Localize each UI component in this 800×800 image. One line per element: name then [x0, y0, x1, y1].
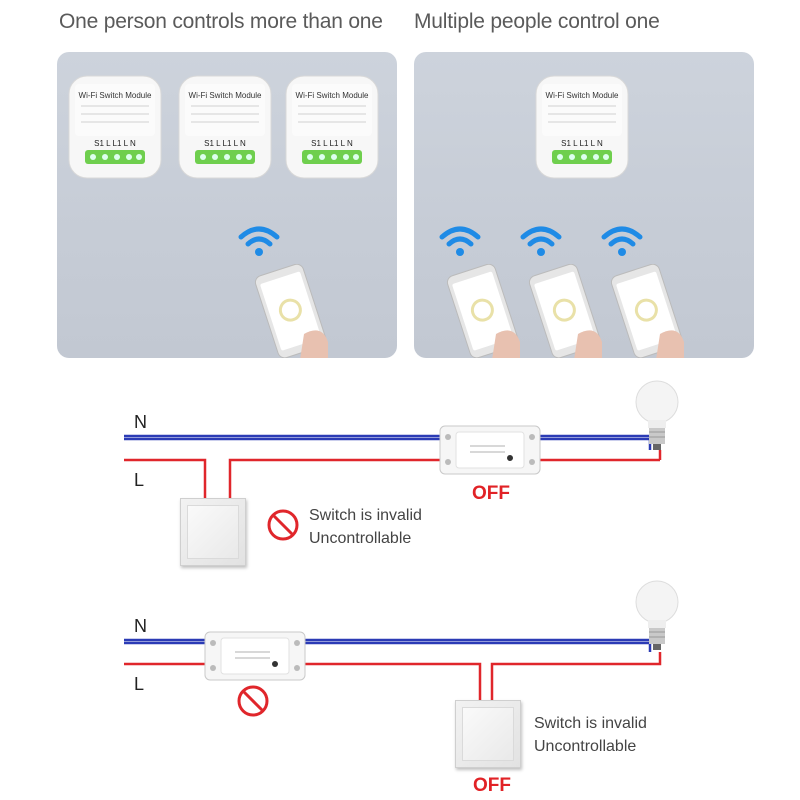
invalid-note-1-line1: Switch is invalid — [309, 507, 422, 524]
invalid-note-2: Switch is invalid Uncontrollable — [534, 712, 647, 758]
smartphone-icon — [610, 264, 684, 358]
left-heading: One person controls more than one — [59, 10, 383, 33]
wifi-icon — [601, 226, 643, 256]
neutral-label-2: N — [134, 616, 147, 636]
left-scene-panel: Wi-Fi Switch Module S1 L L1 L N Wi-Fi Sw… — [57, 52, 397, 358]
invalid-note-2-line1: Switch is invalid — [534, 715, 647, 732]
smart-switch-1 — [439, 425, 541, 475]
invalid-note-1-line2: Uncontrollable — [309, 530, 412, 547]
no-entry-icon — [267, 509, 299, 541]
wifi-icon — [238, 226, 280, 256]
svg-text:S1 L L1 L N: S1 L L1 L N — [204, 139, 246, 148]
invalid-note-1: Switch is invalid Uncontrollable — [309, 504, 422, 550]
wifi-icon — [439, 226, 481, 256]
wall-switch-2 — [455, 700, 521, 768]
right-scene-panel: Wi-Fi Switch Module S1 L L1 L N — [414, 52, 754, 358]
smartphone-icon — [528, 264, 602, 358]
live-label-1: L — [134, 470, 145, 490]
svg-text:Wi-Fi Switch Module: Wi-Fi Switch Module — [546, 91, 619, 100]
light-bulb-icon — [635, 380, 679, 450]
neutral-label-1: N — [134, 412, 147, 432]
wall-switch-1 — [180, 498, 246, 566]
off-status-1: OFF — [472, 483, 510, 504]
live-wire-1 — [124, 458, 207, 500]
wifi-icon — [520, 226, 562, 256]
svg-text:S1 L L1 L N: S1 L L1 L N — [94, 139, 136, 148]
smartphone-icon — [254, 264, 328, 358]
switch-module-shared: Wi-Fi Switch Module S1 L L1 L N — [535, 75, 629, 179]
svg-text:Wi-Fi Switch Module: Wi-Fi Switch Module — [296, 91, 369, 100]
right-heading: Multiple people control one — [414, 10, 660, 33]
svg-text:S1 L L1 L N: S1 L L1 L N — [311, 139, 353, 148]
live-label-2: L — [134, 674, 145, 694]
svg-text:Wi-Fi Switch Module: Wi-Fi Switch Module — [79, 91, 152, 100]
switch-module-1: Wi-Fi Switch Module S1 L L1 L N — [68, 75, 162, 179]
off-status-2: OFF — [473, 775, 511, 796]
switch-module-3: Wi-Fi Switch Module S1 L L1 L N — [285, 75, 379, 179]
svg-text:Wi-Fi Switch Module: Wi-Fi Switch Module — [189, 91, 262, 100]
invalid-note-2-line2: Uncontrollable — [534, 738, 637, 755]
light-bulb-icon — [635, 580, 679, 650]
svg-text:S1 L L1 L N: S1 L L1 L N — [561, 139, 603, 148]
no-entry-icon — [237, 685, 269, 717]
smartphone-icon — [446, 264, 520, 358]
smart-switch-2 — [204, 631, 306, 681]
switch-module-2: Wi-Fi Switch Module S1 L L1 L N — [178, 75, 272, 179]
